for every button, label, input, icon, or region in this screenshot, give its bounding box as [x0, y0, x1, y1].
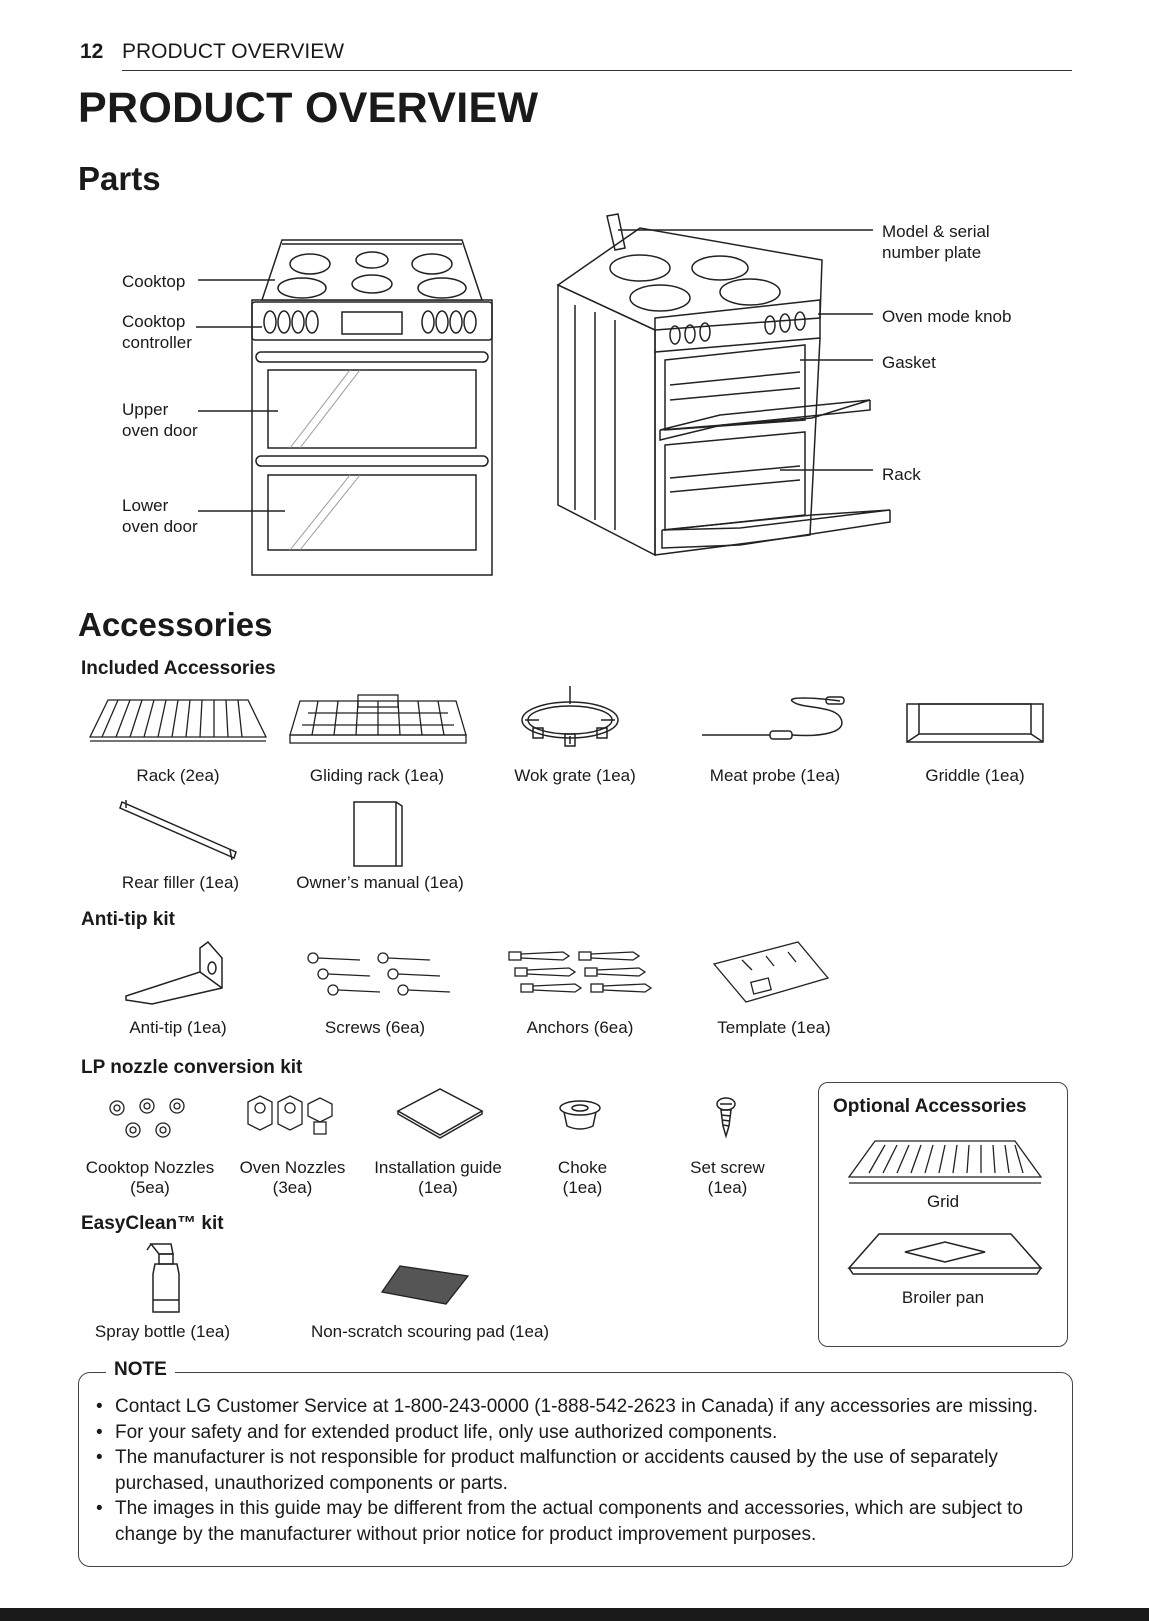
griddle-icon	[906, 703, 1044, 743]
caption-rear-filler: Rear filler (1ea)	[121, 873, 240, 892]
easyclean-kit-heading: EasyClean™ kit	[81, 1213, 224, 1234]
label-cooktop: Cooktop	[122, 272, 186, 291]
template-icon	[712, 941, 830, 1003]
lp-kit-heading: LP nozzle conversion kit	[81, 1057, 303, 1078]
installation-guide-icon	[396, 1088, 484, 1139]
label-upper-oven-door-2: oven door	[122, 421, 198, 440]
grid-icon	[847, 1140, 1043, 1184]
caption-installation-guide: Installation guide	[374, 1158, 502, 1177]
label-model-serial-plate-2: number plate	[882, 243, 982, 262]
caption-installation-guide-qty: (1ea)	[418, 1178, 458, 1197]
label-lower-oven-door: Lower	[122, 496, 169, 515]
screws-icon	[307, 952, 451, 996]
caption-screws: Screws (6ea)	[324, 1018, 426, 1037]
caption-set-screw: Set screw	[690, 1158, 765, 1177]
anchors-icon	[508, 951, 653, 993]
header-rule	[122, 70, 1072, 71]
caption-grid: Grid	[926, 1192, 960, 1211]
accessories-heading: Accessories	[78, 606, 273, 643]
caption-griddle: Griddle (1ea)	[925, 766, 1025, 785]
caption-scouring-pad: Non-scratch scouring pad (1ea)	[310, 1322, 550, 1341]
label-model-serial-plate: Model & serial	[882, 222, 990, 241]
meat-probe-icon	[702, 696, 845, 740]
page-title: PRODUCT OVERVIEW	[78, 84, 539, 132]
label-oven-mode-knob: Oven mode knob	[882, 307, 1012, 326]
caption-owners-manual: Owner’s manual (1ea)	[296, 873, 464, 892]
caption-anti-tip: Anti-tip (1ea)	[129, 1018, 227, 1037]
caption-set-screw-qty: (1ea)	[707, 1178, 748, 1197]
label-upper-oven-door: Upper	[122, 400, 169, 419]
oven-nozzles-icon	[247, 1095, 333, 1135]
note-item: The manufacturer is not responsible for …	[92, 1445, 1062, 1496]
caption-wok-grate: Wok grate (1ea)	[514, 766, 636, 785]
page-number: 12	[80, 40, 104, 63]
note-item: The images in this guide may be differen…	[92, 1496, 1062, 1547]
gliding-rack-icon	[289, 694, 467, 744]
range-perspective-illustration	[556, 213, 891, 557]
rack-icon	[88, 699, 268, 742]
note-box	[78, 1372, 1073, 1567]
note-item: Contact LG Customer Service at 1-800-243…	[92, 1394, 1062, 1420]
caption-rack: Rack (2ea)	[136, 766, 220, 785]
label-gasket: Gasket	[882, 353, 936, 372]
anti-tip-bracket-icon	[125, 940, 223, 1005]
page-bottom-bar	[0, 1608, 1149, 1621]
caption-cooktop-nozzles: Cooktop Nozzles	[85, 1158, 215, 1177]
cooktop-nozzles-icon	[109, 1098, 185, 1138]
running-header: PRODUCT OVERVIEW	[122, 40, 345, 63]
label-lower-oven-door-2: oven door	[122, 517, 198, 536]
note-item: For your safety and for extended product…	[92, 1420, 1062, 1446]
label-cooktop-controller: Cooktop	[122, 312, 186, 331]
note-title: NOTE	[106, 1359, 175, 1381]
wok-grate-icon	[521, 686, 619, 747]
caption-anchors: Anchors (6ea)	[526, 1018, 634, 1037]
caption-broiler-pan: Broiler pan	[901, 1288, 985, 1307]
manual-icon	[353, 801, 403, 867]
rear-filler-icon	[119, 800, 237, 861]
broiler-pan-icon	[847, 1233, 1043, 1275]
scouring-pad-icon	[380, 1265, 470, 1305]
caption-choke-qty: (1ea)	[562, 1178, 603, 1197]
caption-cooktop-nozzles-qty: (5ea)	[130, 1178, 170, 1197]
optional-accessories-heading: Optional Accessories	[833, 1096, 1027, 1117]
included-accessories-heading: Included Accessories	[81, 658, 276, 679]
choke-icon	[559, 1100, 601, 1130]
caption-oven-nozzles: Oven Nozzles	[239, 1158, 346, 1177]
parts-heading: Parts	[78, 160, 161, 197]
caption-template: Template (1ea)	[717, 1018, 831, 1037]
set-screw-icon	[716, 1097, 736, 1139]
caption-meat-probe: Meat probe (1ea)	[709, 766, 841, 785]
anti-tip-kit-heading: Anti-tip kit	[81, 909, 175, 930]
note-list: Contact LG Customer Service at 1-800-243…	[92, 1394, 1062, 1547]
spray-bottle-icon	[146, 1243, 180, 1313]
optional-accessories-box	[818, 1082, 1068, 1347]
caption-spray-bottle: Spray bottle (1ea)	[94, 1322, 231, 1341]
range-front-illustration	[196, 239, 493, 576]
label-rack: Rack	[882, 465, 921, 484]
label-cooktop-controller-2: controller	[122, 333, 192, 352]
caption-choke: Choke	[557, 1158, 608, 1177]
caption-gliding-rack: Gliding rack (1ea)	[309, 766, 445, 785]
caption-oven-nozzles-qty: (3ea)	[272, 1178, 313, 1197]
